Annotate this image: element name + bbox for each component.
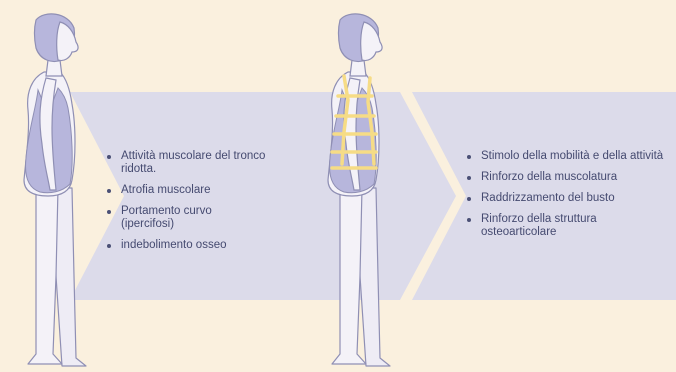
support-brace-icon [330,74,378,170]
figure-before-icon [23,13,87,367]
list-item: Rinforzo della struttura osteoarticolare [466,213,666,239]
arrow-band-right [412,92,676,300]
list-item: Attività muscolare del tronco ridotta. [106,150,266,176]
after-benefits-list: Stimolo della mobilità e della attività … [466,150,666,247]
list-item: Portamento curvo (ipercifosi) [106,205,266,231]
figure-after-icon [327,13,391,367]
list-item: indebolimento osseo [106,239,266,252]
before-effects-list: Attività muscolare del tronco ridotta. A… [106,150,266,260]
list-item: Stimolo della mobilità e della attività [466,150,666,163]
list-item: Raddrizzamento del busto [466,192,666,205]
list-item: Rinforzo della muscolatura [466,171,666,184]
list-item: Atrofia muscolare [106,184,266,197]
